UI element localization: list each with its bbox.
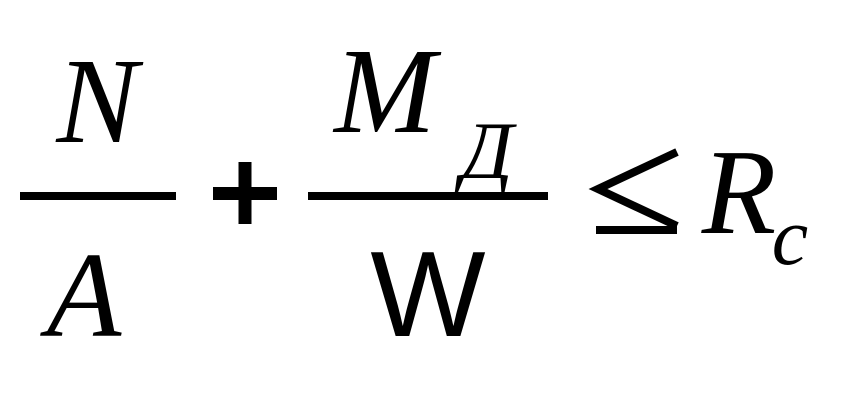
denominator-a: A bbox=[40, 228, 122, 363]
fraction-bar-1 bbox=[20, 192, 176, 200]
subscript-d: Д bbox=[454, 105, 517, 196]
numerator-m: M bbox=[332, 24, 442, 159]
fraction-m-over-w: M Д W bbox=[308, 24, 548, 362]
fraction-bar-2 bbox=[308, 192, 548, 200]
fraction-n-over-a: N A bbox=[20, 34, 176, 363]
numerator-n: N bbox=[55, 34, 144, 169]
less-or-equal-sign bbox=[588, 148, 679, 234]
rhs-r: R bbox=[701, 125, 777, 260]
plus-sign bbox=[213, 162, 277, 224]
resistance-rc: R c bbox=[701, 125, 808, 282]
denominator-w: W bbox=[370, 226, 485, 362]
subscript-c: c bbox=[772, 191, 808, 282]
